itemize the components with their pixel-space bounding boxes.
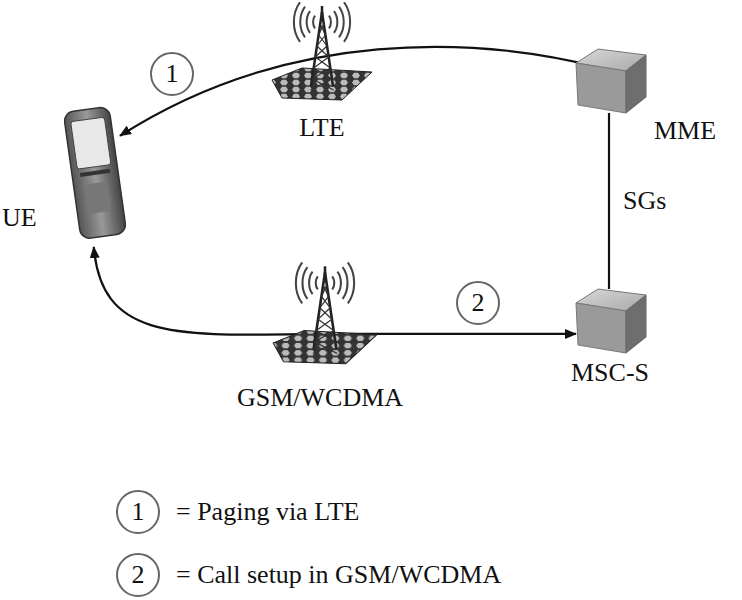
callout-number: 2 bbox=[456, 281, 500, 325]
signal-path bbox=[94, 247, 576, 335]
callout-number: 1 bbox=[150, 52, 194, 96]
signal-path bbox=[120, 47, 598, 136]
tower-icon bbox=[268, 262, 382, 366]
phone-icon bbox=[64, 105, 126, 245]
tower-icon bbox=[267, 2, 377, 102]
callout-number: 2 bbox=[116, 553, 160, 597]
base-station: LTE bbox=[262, 0, 382, 150]
node-label: GSM/WCDMA bbox=[237, 384, 403, 413]
legend-text: = Call setup in GSM/WCDMA bbox=[176, 561, 501, 590]
signal-path bbox=[608, 113, 610, 289]
node-label: MSC-S bbox=[571, 359, 649, 388]
server-cube bbox=[568, 285, 650, 357]
legend-text: = Paging via LTE bbox=[176, 498, 359, 527]
node-label: MME bbox=[654, 117, 716, 146]
network-server: MME bbox=[568, 45, 738, 153]
node-label: UE bbox=[2, 204, 37, 233]
node-label: LTE bbox=[299, 114, 344, 143]
user-equipment: UE bbox=[2, 100, 130, 250]
network-server: MSC-S bbox=[535, 285, 685, 395]
interface-label: SGs bbox=[621, 187, 668, 216]
server-cube bbox=[568, 45, 650, 117]
callout-number: 1 bbox=[116, 490, 160, 534]
base-station: GSM/WCDMA bbox=[180, 262, 460, 432]
